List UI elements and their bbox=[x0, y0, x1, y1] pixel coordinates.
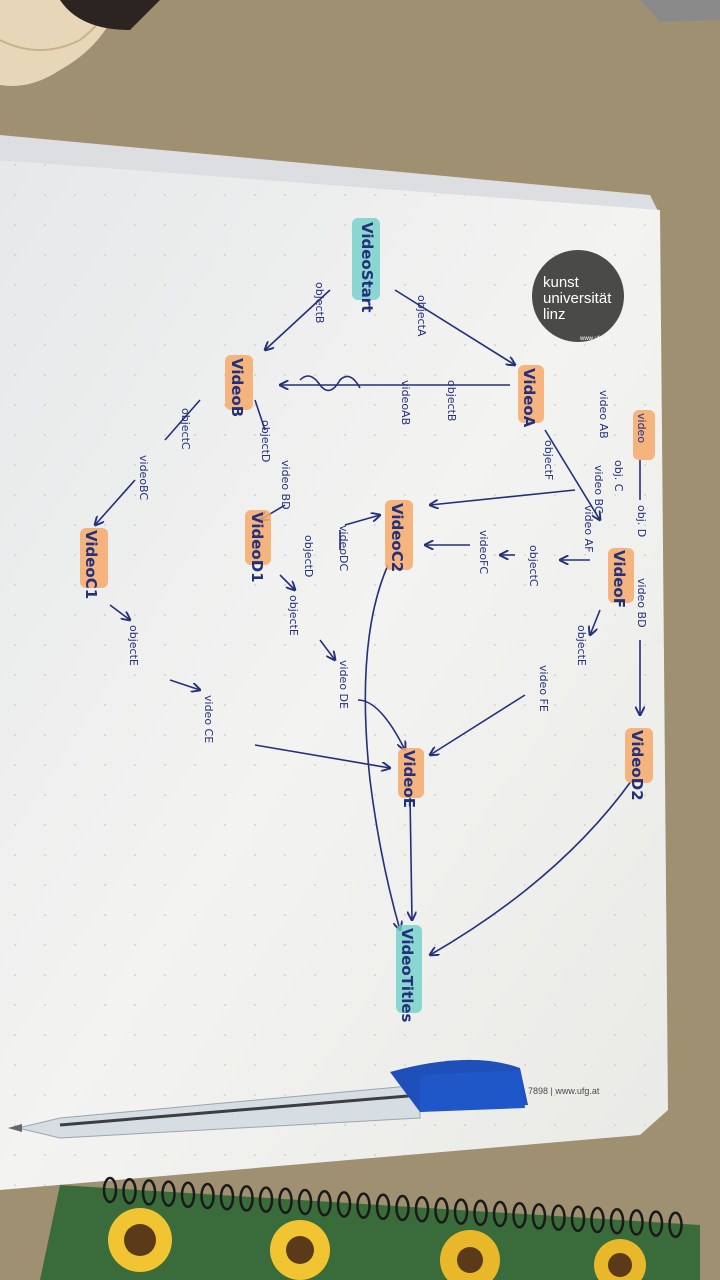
label-a-f-video: video AF bbox=[582, 505, 595, 552]
label-f-e-video: video FE bbox=[537, 665, 550, 712]
label-d1-e: objectE bbox=[287, 595, 300, 636]
label-d1-c2: objectD bbox=[302, 535, 315, 577]
spiral-ring bbox=[414, 1195, 430, 1223]
node-video-c2: VideoC2 bbox=[388, 503, 406, 572]
logo-line-3: linz bbox=[543, 306, 566, 323]
spiral-ring bbox=[278, 1187, 293, 1215]
diagram-nodes: VideoStart VideoA VideoB video VideoC2 V… bbox=[80, 218, 655, 1023]
spiral-ring bbox=[122, 1177, 137, 1205]
spiral-ring bbox=[239, 1185, 254, 1212]
label-f-e: objectE bbox=[575, 625, 588, 666]
diagram-edges bbox=[95, 289, 640, 955]
sunflower-pattern bbox=[108, 1208, 646, 1280]
node-video-start: VideoStart bbox=[358, 222, 376, 312]
spiral-ring bbox=[590, 1206, 605, 1234]
spiral-ring bbox=[570, 1205, 586, 1233]
spiral-ring bbox=[648, 1210, 664, 1237]
spiral-ring bbox=[375, 1193, 391, 1221]
label-d1-e-video: video DE bbox=[337, 660, 350, 709]
label-d1-c2-video: videoDC bbox=[337, 525, 350, 572]
logo-circle-icon bbox=[532, 250, 624, 342]
node-video-a: VideoA bbox=[520, 368, 538, 428]
spiral-ring bbox=[395, 1194, 410, 1222]
spiral-ring bbox=[102, 1176, 118, 1204]
spiral-ring bbox=[668, 1211, 683, 1239]
label-a-f: objectF bbox=[542, 440, 555, 480]
label-c1-e: objectE bbox=[127, 625, 140, 666]
label-f-c-video: videoFC bbox=[477, 530, 490, 574]
spiral-ring bbox=[297, 1188, 313, 1216]
spiral-ring bbox=[336, 1191, 352, 1218]
spiral-ring bbox=[180, 1181, 196, 1209]
spiral-ring bbox=[453, 1198, 469, 1225]
node-video-c1: VideoC1 bbox=[82, 530, 100, 599]
logo-url: www.ufg.at bbox=[579, 336, 610, 342]
label-small-c: obj. C bbox=[612, 460, 625, 492]
spiral-ring bbox=[609, 1207, 625, 1235]
university-logo: kunst universität linz www.ufg.at bbox=[532, 250, 624, 342]
spiral-ring bbox=[200, 1182, 215, 1210]
node-video-e: VideoE bbox=[400, 750, 418, 808]
spiral-ring bbox=[629, 1209, 644, 1236]
spiral-binding bbox=[102, 1176, 683, 1239]
node-video-small: video bbox=[635, 413, 648, 443]
label-b-c: objectC bbox=[179, 408, 192, 450]
paper-stack bbox=[0, 135, 660, 215]
node-video-d2: VideoD2 bbox=[628, 730, 646, 801]
label-ab-video: videoAB bbox=[399, 380, 412, 425]
spiral-ring bbox=[473, 1199, 488, 1227]
foil-wrapper bbox=[640, 0, 720, 22]
spiral-ring bbox=[141, 1179, 157, 1206]
label-c1-e-video: video CE bbox=[202, 695, 215, 743]
label-small-ab: video AB bbox=[597, 390, 610, 439]
label-b-d: objectD bbox=[259, 420, 272, 462]
spiral-ring bbox=[317, 1189, 332, 1217]
logo-line-1: kunst bbox=[543, 274, 580, 291]
label-ab: objectB bbox=[445, 380, 458, 421]
spiral-ring bbox=[551, 1204, 566, 1231]
spiral-ring bbox=[161, 1180, 176, 1207]
paper-sheet bbox=[0, 160, 668, 1190]
node-video-titles: VideoTitles bbox=[398, 928, 416, 1023]
label-start-a: objectA bbox=[415, 295, 428, 337]
label-b-c-video: videoBC bbox=[137, 455, 150, 500]
footer-text: 7898 | www.ufg.at bbox=[528, 1086, 600, 1096]
spiral-ring bbox=[219, 1183, 235, 1211]
edge-labels: objectB objectA objectB videoAB objectC … bbox=[127, 282, 648, 743]
spiral-ring bbox=[492, 1200, 508, 1228]
pen bbox=[8, 1059, 528, 1139]
spiral-ring bbox=[356, 1192, 371, 1219]
spiral-ring bbox=[512, 1201, 527, 1229]
label-b-d-video: video BD bbox=[279, 460, 292, 510]
glove bbox=[0, 0, 160, 86]
label-video-bd: video BD bbox=[635, 578, 648, 628]
label-start-b: objectB bbox=[313, 282, 326, 323]
label-obj-d: obj. D bbox=[635, 505, 648, 537]
label-small-bc: video BC bbox=[592, 465, 605, 514]
node-video-f: VideoF bbox=[610, 550, 628, 608]
node-video-d1: VideoD1 bbox=[248, 512, 266, 583]
label-f-c: objectC bbox=[527, 545, 540, 587]
node-video-b: VideoB bbox=[228, 358, 246, 417]
spiral-ring bbox=[258, 1186, 274, 1213]
spiral-ring bbox=[434, 1197, 449, 1224]
spiral-notebook bbox=[40, 1176, 700, 1280]
logo-line-2: universität bbox=[543, 290, 612, 307]
spiral-ring bbox=[531, 1203, 547, 1230]
